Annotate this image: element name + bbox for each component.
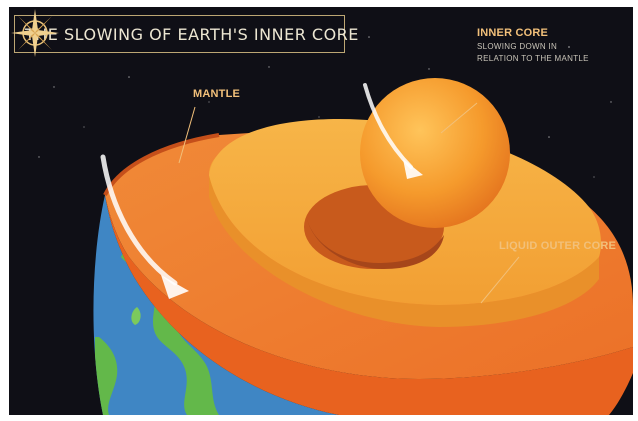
title-box: THE SLOWING OF EARTH'S INNER CORE [14,15,358,53]
mantle-cross-section [105,195,633,415]
rotation-arrow-icon [363,83,423,179]
mantle-leader-line [178,106,196,164]
earth-core-illustration [38,36,633,415]
continents [95,245,219,415]
label-inner-core: INNER CORE [477,27,549,39]
cavity-shadow [307,219,444,269]
label-inner-core-sub-2: RELATION TO THE MANTLE [477,54,589,63]
label-inner-core-sub-1: SLOWING DOWN IN [477,42,558,51]
rotation-arrow-icon [100,154,189,299]
outer-core-front [209,175,599,327]
compass-icon [11,9,59,57]
diagram-title: THE SLOWING OF EARTH'S INNER CORE [25,24,359,44]
label-liquid-outer-core: LIQUID OUTER CORE [499,240,617,252]
earth-surface [93,195,339,415]
inner-core-leader-line [440,102,478,134]
label-mantle: MANTLE [193,88,241,100]
diagram-frame: THE SLOWING OF EARTH'S INNER CORE MANTLE… [9,7,633,415]
inner-core-sphere [360,78,510,228]
outer-core-leader-line [480,256,520,304]
